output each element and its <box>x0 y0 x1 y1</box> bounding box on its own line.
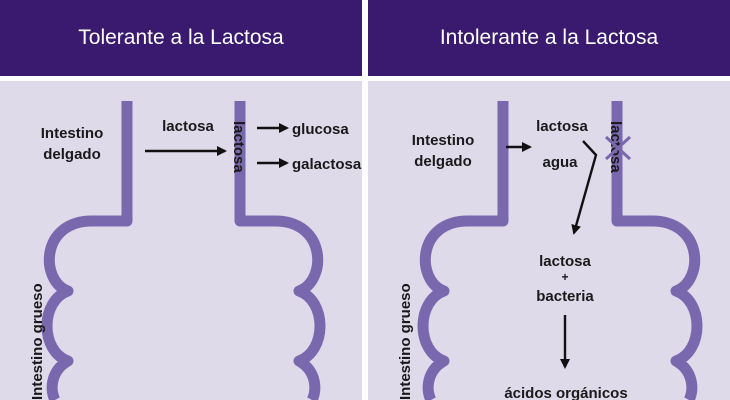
small-intestine-label-2: delgado <box>43 146 101 163</box>
tolerant-title: Tolerante a la Lactosa <box>78 26 284 49</box>
tolerant-panel: Tolerante a la Lactosa Intestino delgado… <box>0 0 362 400</box>
galactose-label: galactosa <box>292 156 362 173</box>
lactose-input-label: lactosa <box>536 118 588 135</box>
small-intestine-label-2: delgado <box>414 153 472 170</box>
tolerant-header: Tolerante a la Lactosa <box>0 0 362 76</box>
intolerant-title: Intolerante a la Lactosa <box>439 26 659 49</box>
lactose-input-label: lactosa <box>162 118 214 135</box>
large-intestine-label: Intestino grueso <box>397 283 414 400</box>
blocked-cross-icon <box>604 135 632 161</box>
mix-lactose-label: lactosa <box>539 253 591 270</box>
mix-bacteria-label: bacteria <box>536 288 594 305</box>
organic-acids-label: ácidos orgánicos <box>504 385 627 400</box>
small-intestine-label-1: Intestino <box>412 132 475 149</box>
intestine-right-wall <box>234 101 326 400</box>
water-input-label: agua <box>542 154 578 171</box>
intestine-left-wall <box>417 101 509 400</box>
wall-lactose-label: lactosa <box>230 121 247 173</box>
small-intestine-label-1: Intestino <box>41 125 104 142</box>
diverted-lactose-arrow <box>571 140 598 235</box>
intolerant-panel: Intolerante a la Lactosa Intestino delga… <box>368 0 730 400</box>
tolerant-diagram: Intestino delgado Intestino grueso lacto… <box>29 101 362 400</box>
intolerant-header: Intolerante a la Lactosa <box>368 0 730 76</box>
large-intestine-label: Intestino grueso <box>29 283 46 400</box>
intolerant-diagram: Intestino delgado Intestino grueso lacto… <box>397 101 703 400</box>
mix-plus-label: + <box>561 270 568 284</box>
intestine-left-wall <box>41 101 133 400</box>
glucose-label: glucosa <box>292 121 349 138</box>
intestine-right-wall <box>611 101 703 400</box>
